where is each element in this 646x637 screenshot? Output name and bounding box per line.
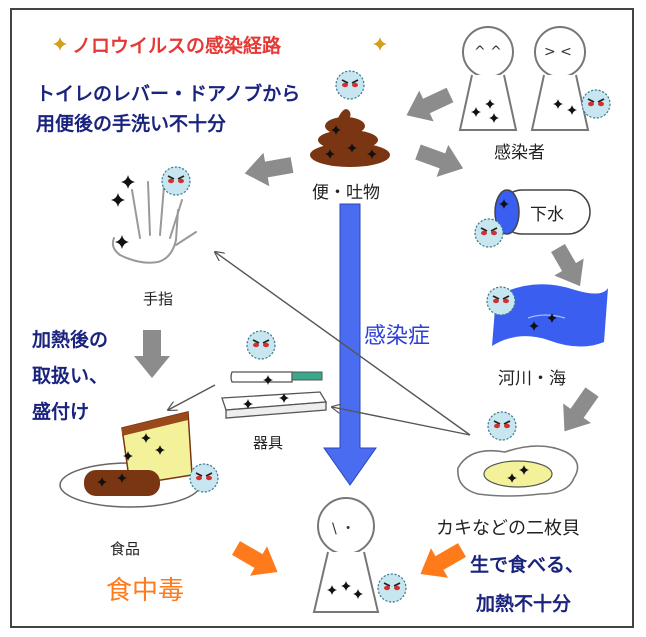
pipe-icon [494,189,591,235]
heated-note-line3: 盛付け [32,401,90,423]
virus-icon [335,70,365,100]
arrow-sewage-to-river [551,244,584,287]
lever-note-line1: トイレのレバー・ドアノブから [36,83,301,105]
diagram-frame [10,8,634,628]
fingers-label: 手指 [143,290,174,308]
virus-icon [377,573,407,603]
hand-icon [111,181,197,264]
infected-label: 感染者 [494,143,545,163]
virus-icon [246,330,276,360]
food-label: 食品 [110,540,141,558]
sick-person-icon [312,497,380,613]
arrow-feces-to-sewage [415,144,464,177]
arrow-infected-to-feces [406,87,454,122]
infected-person-right-icon [530,26,590,131]
food-poisoning-label: 食中毒 [106,576,185,606]
face-smile: ^ ^ [474,44,502,60]
virus-icon [486,286,516,316]
raw-note-line2: 加熱不十分 [476,593,572,615]
oyster-icon [457,445,579,497]
cutting-board-icon [221,391,328,419]
heated-note-line2: 取扱い、 [32,365,109,387]
poisoning-arrow-left [232,541,278,576]
river-label: 河川・海 [498,369,566,389]
feces-label: 便・吐物 [312,183,380,203]
virus-icon [161,166,191,196]
thin-arrow-oyster-to-utensils [332,407,471,436]
virus-icon [189,463,219,493]
sparkle-icon [111,193,125,207]
arrow-river-to-oyster [563,387,599,432]
arrow-hand-to-food [134,330,170,378]
infected-person-left-icon [458,26,518,131]
arrow-feces-to-hand [244,152,294,187]
thin-arrow-oyster-to-hand [215,252,471,436]
lever-note-line2: 用便後の手洗い不十分 [36,113,227,135]
poisoning-arrow-right [420,543,466,578]
oyster-label: カキなどの二枚貝 [436,518,580,539]
cake-icon [59,411,201,508]
face-grimace: > < [544,44,572,60]
poop-icon [310,109,390,167]
heated-note-line1: 加熱後の [32,329,109,351]
raw-note-line1: 生で食べる、 [470,554,585,576]
thin-arrow-utensils-to-food [168,384,216,410]
virus-icon [474,218,504,248]
knife-icon [230,371,323,383]
face-sleep: \ ・ [332,521,356,537]
infection-label: 感染症 [364,324,431,349]
diagram-title: ノロウイルスの感染経路 [72,35,282,57]
virus-icon [487,411,517,441]
infection-arrow [323,203,377,486]
virus-icon [581,89,611,119]
sparkle-icon [121,175,135,189]
title-star-right-icon [373,37,387,51]
utensils-label: 器具 [253,434,284,452]
title-star-left-icon [53,37,67,51]
sparkle-icon [115,235,129,249]
sewage-label: 下水 [530,205,564,225]
